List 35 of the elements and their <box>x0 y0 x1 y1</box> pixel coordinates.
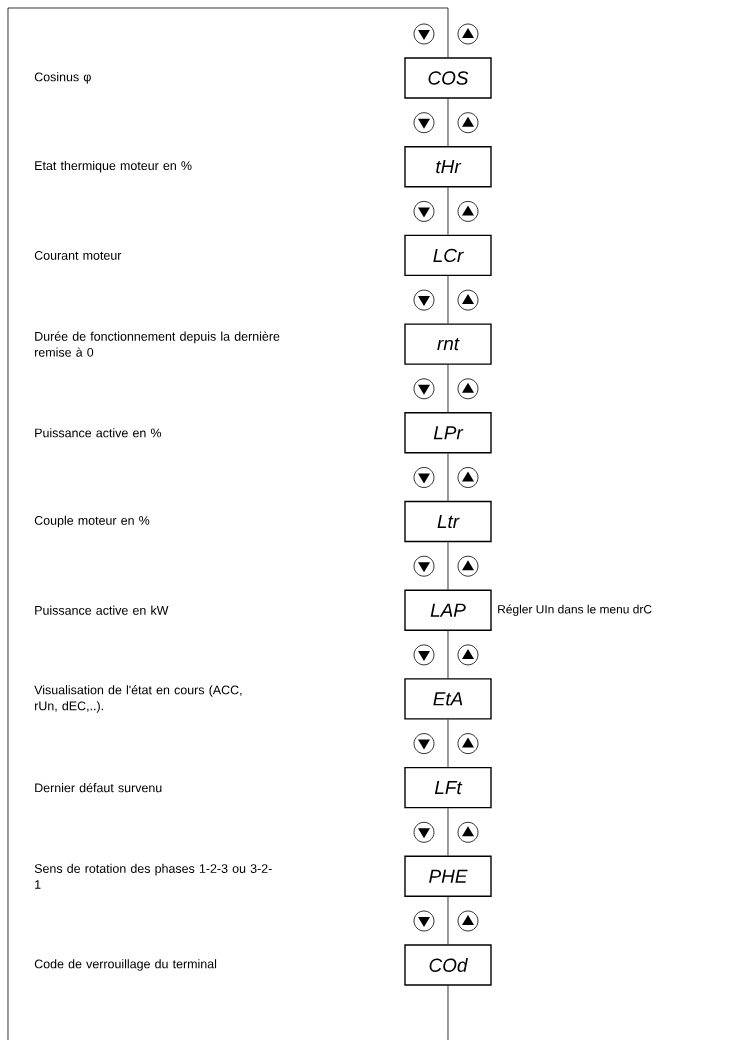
connector-line <box>447 807 449 856</box>
connector-line <box>447 187 449 236</box>
description-text: Cosinus φ <box>34 72 91 84</box>
display-box: LFt <box>404 766 492 809</box>
display-box: EtA <box>404 678 492 720</box>
connector-line <box>447 98 449 147</box>
display-box: Ltr <box>404 500 492 543</box>
description-text: Durée de fonctionnement depuis la dernière remise à 0 <box>35 331 280 357</box>
description-text: Puissance active en % <box>35 428 162 438</box>
display-box: LCr <box>404 234 492 277</box>
description-text: Etat thermique moteur en % <box>35 160 192 173</box>
display-box: LAP <box>404 589 492 631</box>
display-box: PHE <box>404 855 492 897</box>
description-text: Dernier défaut survenu <box>35 782 162 793</box>
description-text: Visualisation de l'état en cours (ACC, rUn, dEC,..). <box>34 685 242 713</box>
connector-line <box>447 630 449 679</box>
connector-line <box>447 541 449 590</box>
connector-line <box>447 453 449 502</box>
description-text: Courant moteur <box>34 251 122 260</box>
description-text: Puissance active en kW <box>35 605 169 615</box>
connector-line <box>447 896 449 945</box>
connector-line <box>447 985 449 1041</box>
display-box: COS <box>404 57 492 99</box>
display-box: tHr <box>404 146 492 188</box>
description-text: Sens de rotation des phases 1-2-3 ou 3-2-1 <box>34 863 272 889</box>
display-box: LPr <box>404 412 492 454</box>
display-box: COd <box>404 944 492 986</box>
note-text: Régler UIn dans le menu drC <box>498 604 652 616</box>
connector-line <box>447 275 449 324</box>
display-box: rnt <box>404 323 492 365</box>
connector-line <box>447 364 449 413</box>
description-text: Couple moteur en % <box>34 515 150 528</box>
connector-line <box>447 7 449 58</box>
connector-line <box>447 719 449 768</box>
description-text: Code de verrouillage du terminal <box>34 959 217 971</box>
